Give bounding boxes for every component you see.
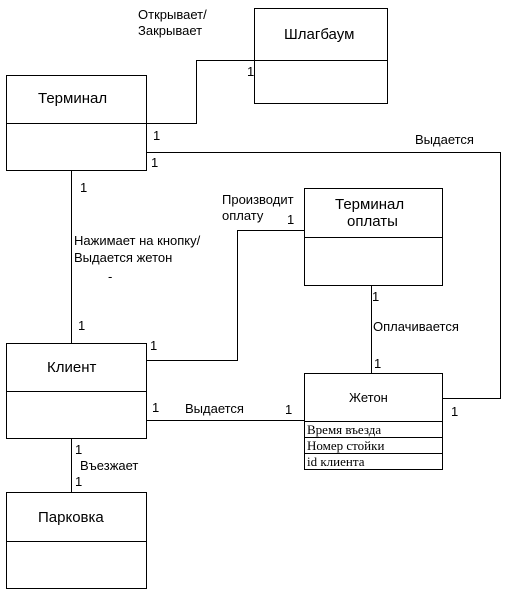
assoc-label-pay-2: оплату [222, 208, 264, 223]
assoc-label-press-button: Нажимает на кнопку/ [74, 233, 201, 248]
multiplicity-label: 1 [287, 212, 295, 227]
multiplicity-label: 1 [372, 289, 380, 304]
multiplicity-label: 1 [75, 474, 83, 489]
assoc-label-dash: - [108, 269, 113, 284]
multiplicity-label: 1 [152, 400, 160, 415]
multiplicity-label: 1 [78, 318, 86, 333]
assoc-label-issued-bottom: Выдается [185, 401, 244, 416]
zheton-attribute: Номер стойки [307, 438, 385, 453]
assoc-label-issued-top: Выдается [415, 132, 474, 147]
zheton-title: Жетон [349, 390, 388, 405]
multiplicity-label: 1 [374, 356, 382, 371]
klient-title: Клиент [47, 359, 97, 376]
assoc-label-enters: Въезжает [80, 458, 139, 473]
shlagbaum-title: Шлагбаум [284, 26, 355, 43]
terminal-oplaty-title-line2: оплаты [347, 213, 398, 230]
terminal-zheton-line [146, 152, 501, 399]
multiplicity-label: 1 [153, 128, 161, 143]
assoc-label-token-issued: Выдается жетон [74, 250, 173, 265]
zheton-attribute: id клиента [307, 454, 365, 469]
assoc-label-paid: Оплачивается [373, 319, 459, 334]
multiplicity-label: 1 [151, 155, 159, 170]
shlagbaum-box [254, 8, 388, 104]
multiplicity-label: 1 [247, 64, 255, 79]
assoc-label-pay-1: Производит [222, 192, 294, 207]
parkovka-title: Парковка [38, 509, 104, 526]
multiplicity-label: 1 [451, 404, 459, 419]
multiplicity-label: 1 [75, 442, 83, 457]
multiplicity-label: 1 [150, 338, 158, 353]
terminal-oplaty-title-line1: Терминал [335, 196, 405, 213]
terminal-shlagbaum-line [146, 60, 255, 124]
parkovka-box [6, 492, 147, 589]
assoc-label-open-close-1: Открывает/ [138, 7, 207, 22]
multiplicity-label: 1 [285, 402, 293, 417]
klient-terminal-oplaty-line [146, 230, 305, 361]
multiplicity-label: 1 [80, 180, 88, 195]
terminal-title: Терминал [38, 90, 108, 107]
zheton-attribute: Время въезда [307, 422, 382, 437]
assoc-label-open-close-2: Закрывает [138, 23, 203, 38]
